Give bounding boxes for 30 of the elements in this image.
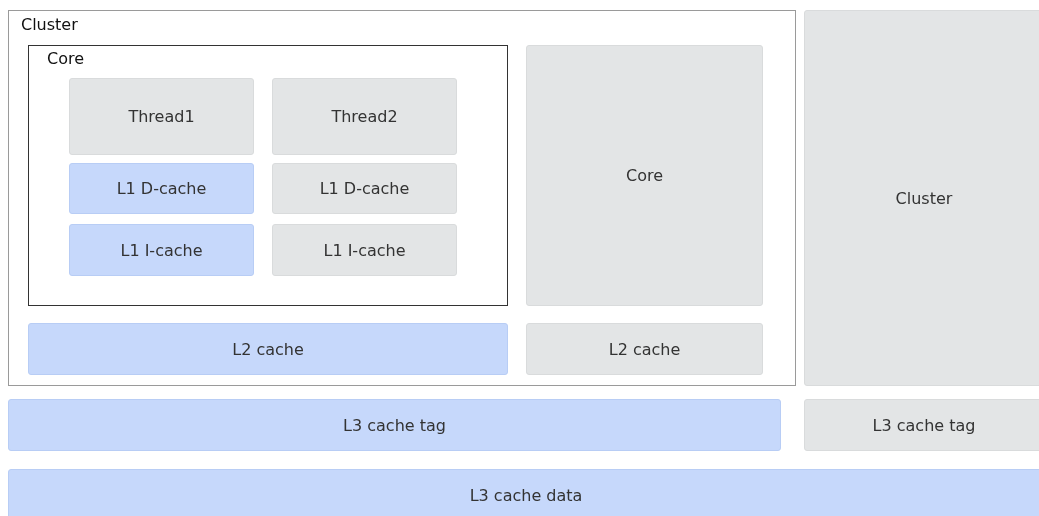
highlighted-block [28, 323, 508, 375]
block-label: L3 cache data [469, 485, 583, 505]
block-label: L3 cache tag [343, 415, 446, 435]
block-label: L1 I-cache [120, 240, 203, 260]
component-block [804, 399, 1039, 451]
block-label: L1 I-cache [323, 240, 406, 260]
frame-title: Core [47, 49, 85, 68]
component-block [272, 163, 457, 214]
block-label: Thread2 [331, 107, 398, 126]
block-label: L2 cache [608, 339, 681, 359]
core-frame [28, 45, 508, 306]
component-block [272, 78, 457, 155]
component-block [69, 78, 254, 155]
cluster-frame [8, 10, 796, 386]
block-label: Core [626, 166, 663, 185]
block-label: L2 cache [232, 339, 304, 359]
block-label: L1 D-cache [116, 179, 207, 198]
component-block [272, 224, 457, 276]
highlighted-block [8, 469, 1039, 516]
component-block [526, 45, 763, 306]
component-block [526, 323, 763, 375]
highlighted-block [69, 224, 254, 276]
block-label: L1 D-cache [319, 179, 410, 198]
block-label: L3 cache tag [872, 415, 976, 435]
block-label: Thread1 [128, 107, 195, 126]
highlighted-block [69, 163, 254, 214]
frame-title: Cluster [21, 15, 78, 34]
highlighted-block [8, 399, 781, 451]
component-block [804, 10, 1039, 386]
block-label: Cluster [895, 188, 953, 208]
